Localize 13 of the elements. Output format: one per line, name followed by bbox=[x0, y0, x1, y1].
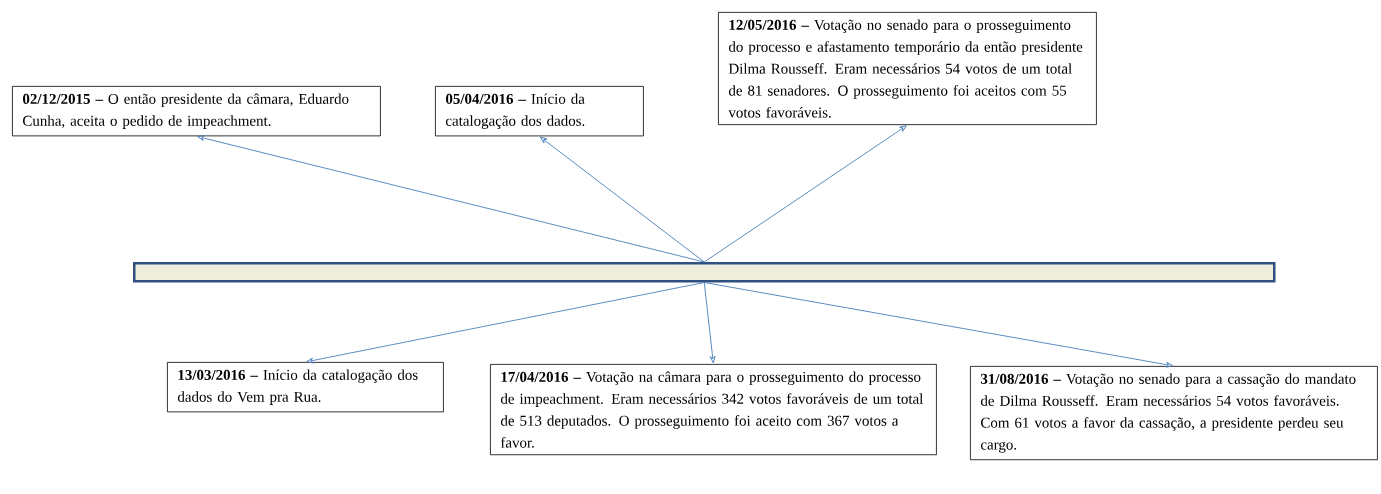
arrow bbox=[539, 136, 705, 263]
event-box: 02/12/2015 – O então presidente da câmara, Eduardo Cunha, aceita o pedido de impeachment. bbox=[12, 86, 381, 137]
event-box: 17/04/2016 – Votação na câmara para o prosseguimento do processo de impeachment. Eram necessários 342 votos favoráveis de um total de 513 deputados. O prosseguimento foi aceito com 367 votos a favor. bbox=[490, 364, 937, 456]
event-box: 05/04/2016 – Início da catalogação dos dados. bbox=[435, 86, 644, 137]
event-box: 13/03/2016 – Início da catalogação dos dados do Vem pra Rua. bbox=[167, 362, 444, 413]
arrow bbox=[703, 282, 1174, 368]
arrow bbox=[197, 135, 705, 263]
arrow bbox=[703, 282, 716, 364]
timeline-bar bbox=[133, 262, 1276, 283]
arrow bbox=[306, 282, 705, 364]
event-box: 31/08/2016 – Votação no senado para a cassação do mandato de Dilma Rousseff. Eram necessários 54 votos favoráveis. Com 61 votos a favor da cassação, a presidente perdeu seu cargo. bbox=[970, 366, 1378, 461]
arrow bbox=[703, 125, 907, 263]
event-box: 12/05/2016 – Votação no senado para o prosseguimento do processo e afastamento temporário da então presidente Dilma Rousseff. Eram necessários 54 votos de um total de 81 senadores. O prosseguimento foi aceitos com 55 votos favoráveis. bbox=[718, 12, 1097, 126]
